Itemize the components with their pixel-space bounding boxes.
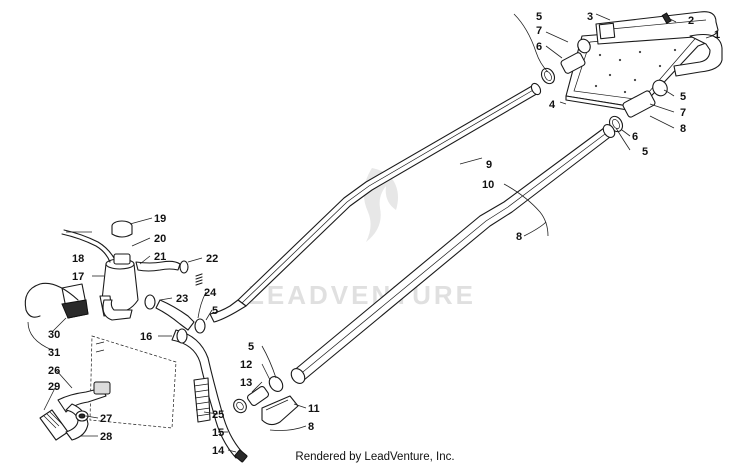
callout-17: 17 [72, 271, 84, 283]
callout-7-top: 7 [536, 25, 542, 37]
callout-8-bottom: 8 [308, 421, 314, 433]
callout-1: 1 [714, 29, 720, 41]
callout-25: 25 [212, 409, 224, 421]
callout-5-right: 5 [680, 91, 686, 103]
callout-6-right: 6 [632, 131, 638, 143]
tunnel-cooler-upper [209, 82, 542, 323]
callout-14: 14 [212, 445, 225, 457]
footer-credit: Rendered by LeadVenture, Inc. [295, 451, 455, 463]
watermark-text: LEADVENTURE [248, 280, 476, 310]
hose-clamp [179, 260, 189, 274]
coupler-lower-left [233, 376, 284, 414]
callout-5-top: 5 [536, 11, 542, 23]
callout-26: 26 [48, 365, 60, 377]
watermark: LEADVENTURE [248, 168, 476, 310]
callout-31: 31 [48, 347, 60, 359]
callout-30: 30 [48, 329, 60, 341]
callout-18: 18 [72, 253, 84, 265]
callout-21: 21 [154, 251, 166, 263]
hose-coupler-16 [176, 328, 188, 344]
overflow-hose [61, 233, 111, 263]
filler-neck [113, 253, 131, 265]
vent-hose [135, 260, 181, 272]
callout-22: 22 [206, 253, 218, 265]
callout-13: 13 [240, 377, 252, 389]
callout-11: 11 [308, 403, 320, 415]
callout-24: 24 [204, 287, 217, 299]
heat-exchanger-upper-tube [595, 11, 719, 45]
callout-23: 23 [176, 293, 188, 305]
bolt [661, 12, 672, 25]
bracket [261, 395, 299, 426]
filler-cap [111, 220, 133, 238]
coupler-lower-right [608, 79, 668, 133]
coupler-upper-left [540, 38, 591, 85]
mounting-bracket [89, 335, 177, 429]
callout-28: 28 [100, 431, 112, 443]
callout-16: 16 [140, 331, 152, 343]
callout-2: 2 [688, 15, 694, 27]
callout-6-top: 6 [536, 41, 542, 53]
end-tube [673, 33, 723, 77]
tunnel-cooler-lower [290, 124, 616, 384]
wire-hook [24, 282, 79, 318]
callout-15: 15 [212, 427, 224, 439]
elbow-fitting [57, 381, 111, 441]
callout-10: 10 [482, 179, 494, 191]
callout-29: 29 [48, 381, 60, 393]
callout-3: 3 [587, 11, 593, 23]
spring-clamp [195, 273, 203, 286]
corrugated-hose [193, 377, 211, 423]
callout-4: 4 [549, 99, 556, 111]
pump-housing [61, 283, 89, 319]
callout-8-right: 8 [680, 123, 686, 135]
leader-lines [27, 13, 713, 453]
hose-coupler [144, 294, 206, 334]
connector-tube [102, 299, 133, 321]
return-hose [171, 329, 243, 459]
callout-5-hose: 5 [212, 305, 218, 317]
callout-12: 12 [240, 359, 252, 371]
callout-9: 9 [486, 159, 492, 171]
callout-5-lower: 5 [642, 146, 648, 158]
callout-5-lower-left: 5 [248, 341, 254, 353]
upper-hose [155, 299, 195, 331]
hose-fitting [234, 449, 248, 463]
callout-8-middle: 8 [516, 231, 522, 243]
callout-19: 19 [154, 213, 166, 225]
callout-7-right: 7 [680, 107, 686, 119]
callout-27: 27 [100, 413, 112, 425]
lower-corrugated-hose [39, 409, 69, 441]
callout-20: 20 [154, 233, 166, 245]
callout-labels: 1 2 3 4 5 7 6 5 7 8 6 5 9 10 8 19 20 21 … [48, 11, 720, 457]
